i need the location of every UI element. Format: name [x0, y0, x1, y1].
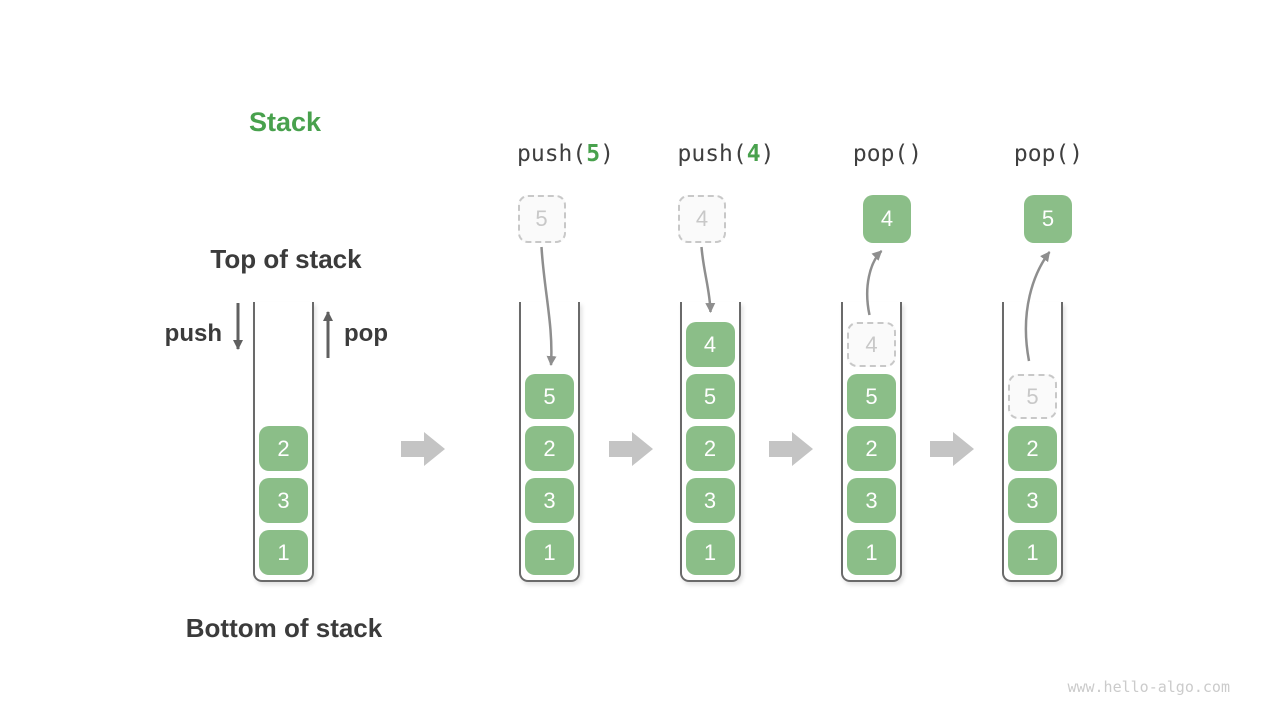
stack-box-dashed-pop-5-5: 5	[1008, 373, 1057, 419]
op-label-part: )	[760, 141, 775, 167]
push-label: push	[164, 320, 222, 347]
stack-box-pop-4-1: 1	[847, 529, 896, 575]
stack-box-push-4-2: 2	[685, 425, 735, 471]
stack-box-initial-2: 2	[259, 425, 308, 471]
watermark: www.hello-algo.com	[1067, 678, 1230, 696]
stack-box-push-4-4: 4	[685, 321, 735, 367]
stack-box-push-4-1: 1	[685, 529, 735, 575]
step-arrow-icon-1	[401, 432, 445, 466]
op-label-part: pop()	[1013, 141, 1084, 167]
stack-box-pop-5-3: 3	[1008, 477, 1057, 523]
op-label-part: pop()	[852, 141, 923, 167]
floating-box-push-4: 4	[678, 195, 726, 243]
floating-box-pop-4: 4	[863, 195, 911, 243]
stack-box-push-4-5: 5	[685, 373, 735, 419]
stack-container-push-5	[519, 302, 580, 582]
op-label-part: push(	[677, 141, 747, 167]
stack-box-pop-4-3: 3	[847, 477, 896, 523]
stack-container-pop-4	[841, 302, 902, 582]
op-label-part: 4	[746, 141, 761, 167]
step-arrow-icon-2	[609, 432, 653, 466]
stack-box-initial-3: 3	[259, 477, 308, 523]
top-of-stack-label: Top of stack	[210, 244, 362, 274]
stack-box-pop-5-2: 2	[1008, 425, 1057, 471]
stack-box-pop-4-5: 5	[847, 373, 896, 419]
bottom-of-stack-label: Bottom of stack	[185, 613, 383, 643]
floating-box-pop-5: 5	[1024, 195, 1072, 243]
step-arrow-icon-3	[769, 432, 813, 466]
stack-box-push-5-2: 2	[525, 425, 574, 471]
stack-container-pop-5	[1002, 302, 1063, 582]
operation-label-push-5: push(5)	[517, 143, 614, 166]
operation-label-push-4: push(4)	[678, 143, 775, 166]
stack-box-push-5-1: 1	[525, 529, 574, 575]
stack-container-initial	[253, 302, 314, 582]
stack-box-pop-4-2: 2	[847, 425, 896, 471]
stack-box-push-4-3: 3	[685, 477, 735, 523]
stack-container-push-4	[679, 302, 741, 582]
step-arrow-icon-4	[930, 432, 974, 466]
stack-box-push-5-5: 5	[525, 373, 574, 419]
stack-box-initial-1: 1	[259, 529, 308, 575]
operation-label-pop-4: pop()	[853, 143, 922, 166]
stack-box-dashed-pop-4-4: 4	[847, 321, 896, 367]
operation-label-pop-5: pop()	[1014, 143, 1083, 166]
pop-label: pop	[344, 320, 388, 347]
op-label-part: )	[600, 141, 614, 167]
diagram-title: Stack	[248, 107, 322, 137]
stack-box-push-5-3: 3	[525, 477, 574, 523]
floating-box-push-5: 5	[517, 195, 566, 243]
op-label-part: push(	[517, 141, 587, 167]
op-label-part: 5	[586, 141, 601, 167]
stack-box-pop-5-1: 1	[1008, 529, 1057, 575]
